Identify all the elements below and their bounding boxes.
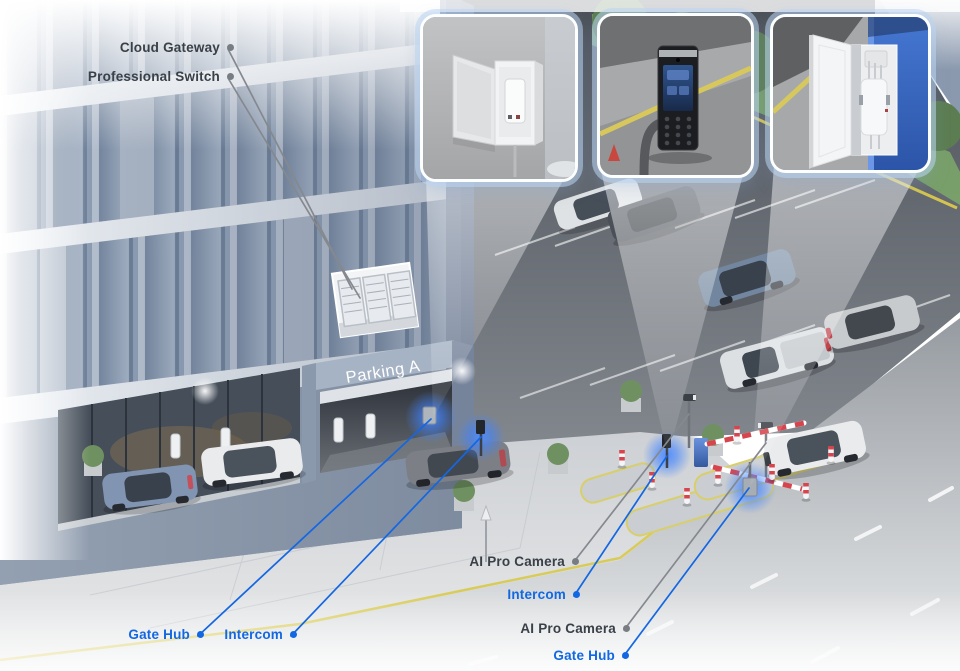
blue-cabinet-photo bbox=[773, 17, 928, 170]
leader-lines-blue bbox=[197, 418, 750, 658]
server-rack-room bbox=[330, 261, 420, 339]
leader-lines bbox=[197, 48, 767, 658]
callout-dot bbox=[572, 558, 579, 565]
callout-cloud-gateway: Cloud Gateway bbox=[120, 40, 234, 55]
ai-pro-camera-exit-label: AI Pro Camera bbox=[520, 621, 616, 636]
callout-professional-switch: Professional Switch bbox=[88, 69, 234, 84]
callout-intercom-garage: Intercom bbox=[224, 627, 297, 642]
callout-dot bbox=[227, 73, 234, 80]
callout-ai-pro-camera-exit: AI Pro Camera bbox=[520, 621, 630, 636]
sign-pole bbox=[480, 504, 492, 562]
wall-enclosure-photo bbox=[423, 17, 575, 179]
inset-intercom-keypad bbox=[597, 13, 754, 178]
callout-dot bbox=[227, 44, 234, 51]
cloud-gateway-label: Cloud Gateway bbox=[119, 40, 220, 55]
callout-dot bbox=[622, 652, 629, 659]
ev-chargers bbox=[170, 413, 376, 459]
intercom-garage-label: Intercom bbox=[224, 627, 283, 642]
ai-pro-camera-entry-device bbox=[683, 394, 696, 448]
car-gray-sedan bbox=[405, 441, 514, 490]
leader-lines-gray bbox=[227, 48, 767, 631]
car-blue-hatchback bbox=[102, 464, 201, 515]
intercom-photo bbox=[600, 16, 751, 175]
inset-wall-enclosure-gate-hub bbox=[420, 14, 578, 182]
callout-dot bbox=[573, 591, 580, 598]
car-white-suv-gate bbox=[763, 420, 870, 480]
callout-gate-hub-garage: Gate Hub bbox=[128, 627, 204, 642]
wall-light bbox=[191, 377, 219, 405]
keypad bbox=[664, 116, 692, 146]
barrier-cabinet bbox=[694, 438, 708, 467]
car-silver-suv bbox=[824, 295, 925, 353]
inset-beams bbox=[426, 165, 921, 488]
forecourt bbox=[82, 380, 724, 562]
gate-hub-garage-label: Gate Hub bbox=[128, 627, 190, 642]
callout-intercom-entry: Intercom bbox=[507, 587, 580, 602]
callout-gate-hub-exit: Gate Hub bbox=[553, 648, 629, 663]
gate-hub-exit-label: Gate Hub bbox=[553, 648, 615, 663]
callout-dot bbox=[197, 631, 204, 638]
callout-ai-pro-camera-entry: AI Pro Camera bbox=[469, 554, 579, 569]
ai-pro-camera-entry-label: AI Pro Camera bbox=[469, 554, 565, 569]
intercom-garage-device bbox=[476, 420, 485, 456]
gate-hub-garage-device bbox=[422, 406, 437, 425]
callout-dot bbox=[290, 631, 297, 638]
professional-switch-label: Professional Switch bbox=[87, 69, 220, 84]
callout-dot bbox=[623, 625, 630, 632]
inset-blue-cabinet-gate-hub bbox=[770, 14, 931, 173]
intercom-entry-label: Intercom bbox=[507, 587, 566, 602]
car-white-suv-parked bbox=[201, 438, 306, 491]
